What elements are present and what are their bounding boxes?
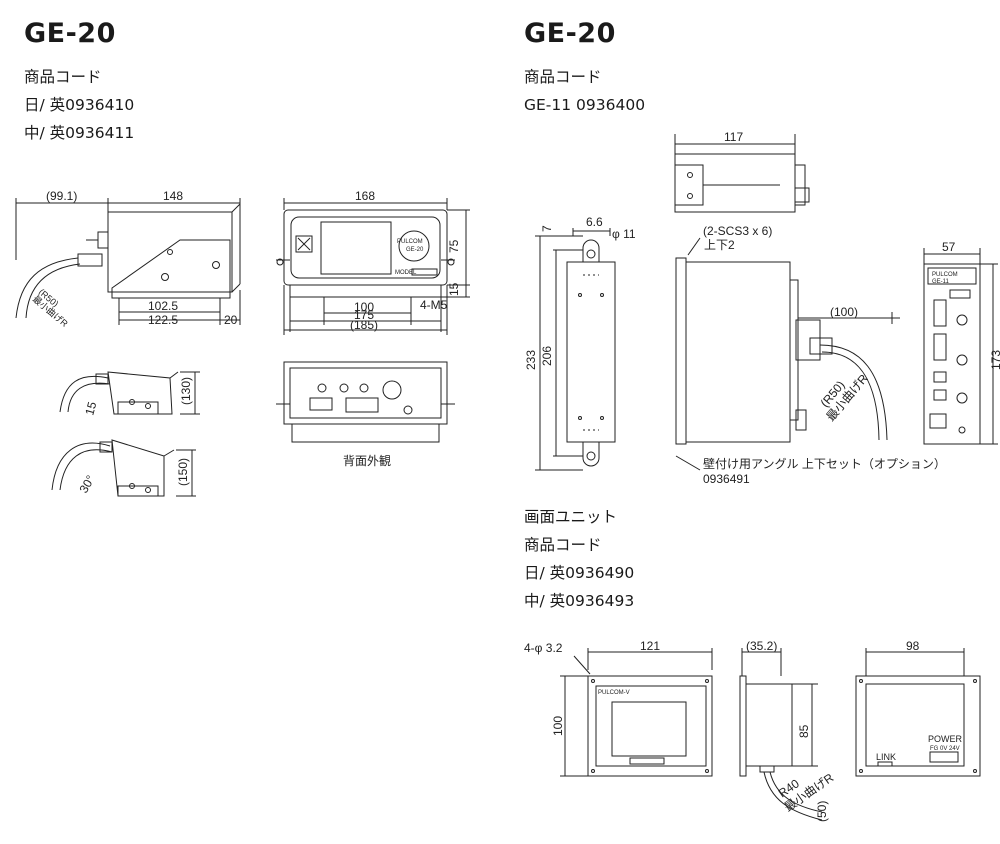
dim-100-screen: 100 <box>551 716 565 736</box>
dim-7: 7 <box>540 225 554 232</box>
dim-130: (130) <box>179 377 193 405</box>
dim-175: 175 <box>354 308 374 322</box>
left-code-line: 中/ 英0936411 <box>24 124 135 142</box>
left-code-line: 日/ 英0936410 <box>24 96 135 114</box>
ge11-label: GE-11 <box>932 279 950 285</box>
dim-122-5: 122.5 <box>148 313 178 327</box>
right-product-codes: 商品コード GE-11 0936400 <box>524 63 645 119</box>
ge11-front-view: 6.6 φ 11 7 233 206 <box>524 215 636 471</box>
power-label: POWER <box>928 734 963 744</box>
left-title: GE-20 <box>24 18 116 49</box>
ge11-panel-view: 57 PULCOM GE-11 173 <box>923 240 1000 445</box>
dim-150: (150) <box>176 458 190 486</box>
screen-unit-codes: 画面ユニット 商品コード 日/ 英0936490 中/ 英0936493 <box>524 503 634 615</box>
dim-99-1: (99.1) <box>46 189 77 203</box>
dim-121: 121 <box>640 639 660 653</box>
dim-168: 168 <box>355 189 375 203</box>
dim-2-scs3: (2-SCS3 x 6) <box>703 224 772 238</box>
dim-updown-2: 上下2 <box>704 238 735 252</box>
dim-15: 15 <box>447 282 461 296</box>
ge20-rear-view: 背面外観 <box>276 361 455 468</box>
ge20-front-view: 168 PULCOM GE-20 MODEL 75 15 10 <box>276 189 470 335</box>
dim-98: 98 <box>906 639 920 653</box>
screen-unit-line: 日/ 英0936490 <box>524 564 635 582</box>
dim-4-phi-3-2: 4-φ 3.2 <box>524 641 563 655</box>
dim-173: 173 <box>989 350 1000 370</box>
pulcom-label-front: PULCOM <box>397 239 423 245</box>
dim-102-5: 102.5 <box>148 299 178 313</box>
dim-57: 57 <box>942 240 956 254</box>
ge20-tilt-30-view: (150) 30° <box>51 439 196 497</box>
dim-50: (50) <box>815 801 829 822</box>
screen-unit-line: 商品コード <box>524 536 602 554</box>
screen-unit-line: 中/ 英0936493 <box>524 592 635 610</box>
dim-20: 20 <box>224 313 238 327</box>
pulcom-v-label: PULCOM-V <box>598 690 630 696</box>
screen-unit-rear-view: 98 POWER FG 0V 24V LINK <box>855 639 981 777</box>
left-product-codes: 商品コード 日/ 英0936410 中/ 英0936411 <box>24 63 134 147</box>
dim-6-6: 6.6 <box>586 215 603 229</box>
screen-unit-front-view: 4-φ 3.2 121 PULCOM-V 100 <box>524 639 713 777</box>
model-label-front: MODEL <box>395 270 417 276</box>
dim-phi-11: φ 11 <box>612 227 636 241</box>
ge11-top-view: 117 <box>674 130 810 213</box>
right-code-line: 商品コード <box>524 68 602 86</box>
ge20-label-front: GE-20 <box>406 247 424 253</box>
ge20-side-view: (99.1) 148 (R50) 最小曲げR 102.5 122.5 20 <box>15 189 241 329</box>
dim-117: 117 <box>724 130 743 144</box>
dim-35-2: (35.2) <box>746 639 777 653</box>
dim-206: 206 <box>540 346 554 366</box>
left-code-line: 商品コード <box>24 68 102 86</box>
right-title: GE-20 <box>524 18 616 49</box>
dim-15-tilt: 15 <box>82 400 99 417</box>
dim-75: 75 <box>447 239 461 253</box>
dim-30-deg: 30° <box>76 473 97 496</box>
ge20-tilt-15-view: (130) 15 <box>59 371 200 417</box>
bracket-option-label: 壁付け用アングル 上下セット（オプション） <box>703 456 946 471</box>
dim-233: 233 <box>524 350 538 370</box>
power-terminal-label: FG 0V 24V <box>930 746 960 752</box>
dim-148: 148 <box>163 189 183 203</box>
dim-100-front: 100 <box>354 300 374 314</box>
dim-4-m5: 4-M5 <box>420 298 448 312</box>
screen-unit-line: 画面ユニット <box>524 508 618 526</box>
dim-100-cable: (100) <box>830 305 858 319</box>
rear-view-caption: 背面外観 <box>343 454 391 468</box>
ge11-side-view: (2-SCS3 x 6) 上下2 (100) (R50) 最小曲げR 壁付け用ア… <box>675 224 946 486</box>
dim-85: 85 <box>797 724 811 738</box>
right-code-line: GE-11 0936400 <box>524 96 646 114</box>
screen-unit-side-view: (35.2) 85 R40 最小曲げR (50) <box>739 639 836 822</box>
pulcom-label-ge11: PULCOM <box>932 272 958 278</box>
bracket-option-code: 0936491 <box>703 472 750 486</box>
link-label: LINK <box>876 752 896 762</box>
dim-185: (185) <box>350 318 378 332</box>
